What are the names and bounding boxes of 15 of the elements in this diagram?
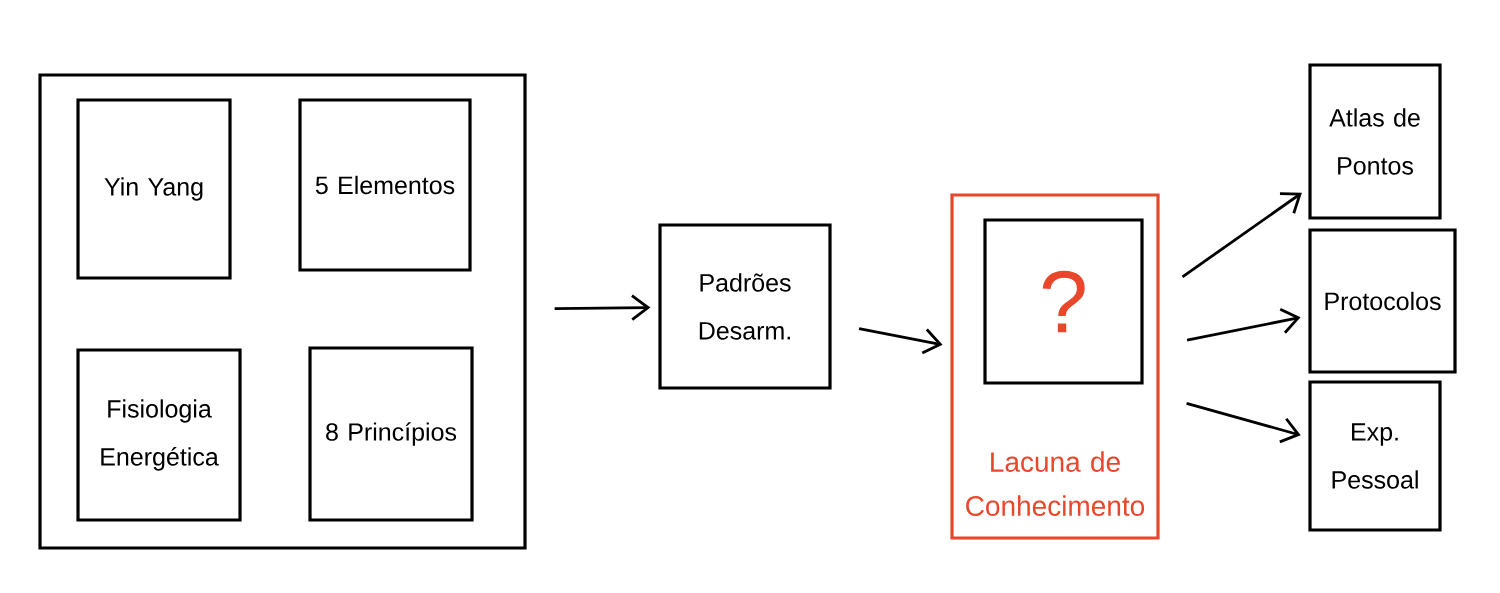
concept-box: 5 Elementos [298,98,472,272]
question-box: ? [983,218,1144,385]
output-box: Atlas de Pontos [1308,63,1442,220]
arrow [554,294,651,321]
frame-box [38,73,527,550]
concept-box: 8 Princípios [308,346,474,522]
arrow [1181,192,1302,278]
output-box: Exp. Pessoal [1308,380,1442,532]
arrow [1186,401,1301,444]
process-box: Padrões Desarm. [658,223,832,390]
concept-box: Yin Yang [76,98,232,280]
arrow [1186,307,1301,342]
arrow [858,327,943,355]
concept-box: Fisiologia Energética [76,348,242,522]
output-box: Protocolos [1308,228,1457,374]
